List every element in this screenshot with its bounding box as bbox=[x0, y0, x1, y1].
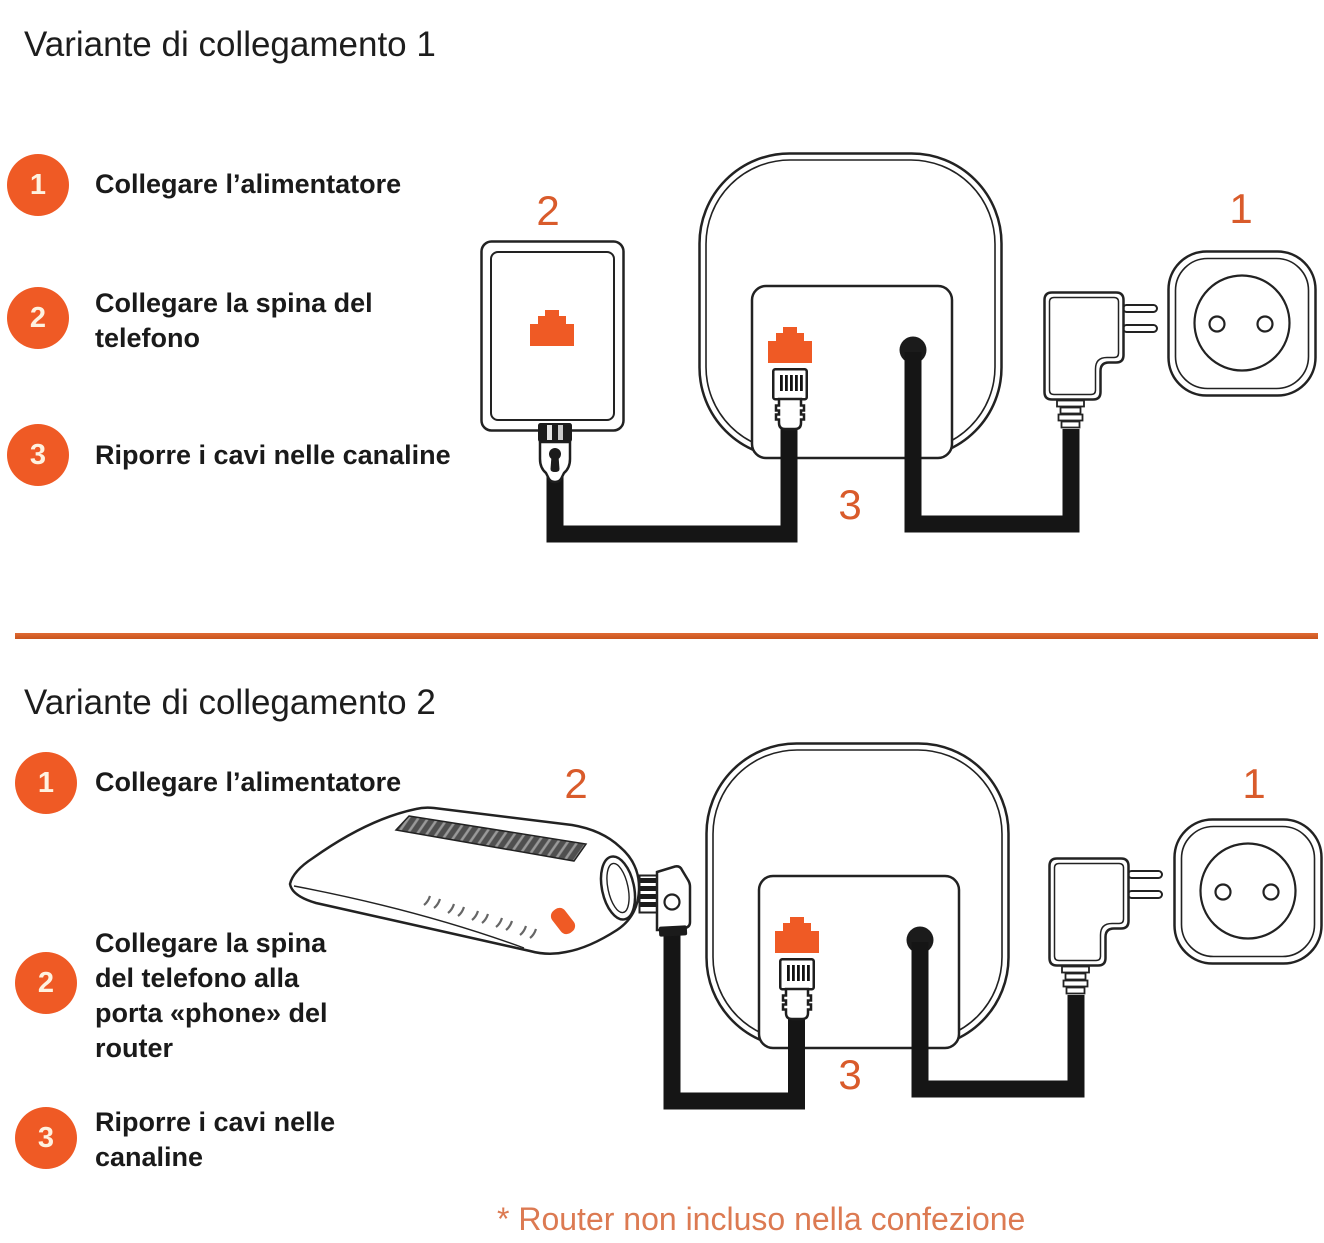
section2-title: Variante di collegamento 2 bbox=[24, 683, 436, 723]
router-phone-plug bbox=[638, 865, 692, 938]
step-number: 2 bbox=[29, 301, 47, 334]
step-text: Riporre i cavi nelle canaline bbox=[95, 1107, 336, 1172]
step-number: 1 bbox=[37, 766, 55, 799]
step-text: Riporre i cavi nelle canaline bbox=[95, 440, 451, 470]
label-router: 2 bbox=[564, 760, 588, 807]
phone-cable bbox=[663, 930, 805, 1110]
handset-phone-plug bbox=[779, 958, 815, 1021]
label-cable-ducts: 3 bbox=[838, 1051, 862, 1098]
step-number: 3 bbox=[29, 438, 47, 471]
label-power-outlet: 1 bbox=[1229, 185, 1253, 232]
power-wall-outlet bbox=[1173, 818, 1323, 965]
step-number: 1 bbox=[29, 168, 47, 201]
section-divider bbox=[15, 633, 1318, 639]
label-wall-socket: 2 bbox=[536, 187, 560, 234]
section1-title: Variante di collegamento 1 bbox=[24, 25, 436, 65]
phone-cable bbox=[546, 418, 798, 543]
phone-wall-socket bbox=[482, 242, 624, 431]
handset-phone-plug bbox=[772, 368, 808, 431]
phone-plug bbox=[536, 421, 574, 484]
step-text: Collegare l’alimentatore bbox=[95, 169, 402, 199]
router-drawing bbox=[288, 806, 641, 955]
base-station-rear bbox=[700, 154, 1002, 459]
diagram-variant-2 bbox=[288, 744, 1323, 1110]
label-cable-ducts: 3 bbox=[838, 481, 862, 528]
step-badge: 2 bbox=[15, 952, 77, 1014]
power-adapter bbox=[1043, 291, 1159, 429]
router-not-included-note: * Router non incluso nella confezione bbox=[497, 1201, 1026, 1237]
power-wall-outlet bbox=[1167, 250, 1317, 397]
power-adapter bbox=[1048, 857, 1164, 995]
step-text: Collegare la spina del telefono alla por… bbox=[95, 928, 328, 1063]
step-badge: 2 bbox=[7, 287, 69, 349]
base-station-rear bbox=[707, 744, 1009, 1049]
step-text: Collegare l’alimentatore bbox=[95, 767, 402, 797]
step-badge: 3 bbox=[7, 424, 69, 486]
step-badge: 1 bbox=[7, 154, 69, 216]
router-led-slots bbox=[423, 895, 538, 939]
power-cable bbox=[904, 352, 1080, 533]
step-number: 2 bbox=[37, 966, 55, 999]
step-number: 3 bbox=[37, 1121, 55, 1154]
label-power-outlet: 1 bbox=[1242, 760, 1266, 807]
step-text: Collegare la spina del telefono bbox=[95, 288, 373, 353]
step-badge: 1 bbox=[15, 752, 77, 814]
step-badge: 3 bbox=[15, 1107, 77, 1169]
router-button bbox=[550, 907, 576, 935]
diagram-variant-1 bbox=[482, 154, 1317, 543]
power-cable bbox=[911, 942, 1085, 1098]
